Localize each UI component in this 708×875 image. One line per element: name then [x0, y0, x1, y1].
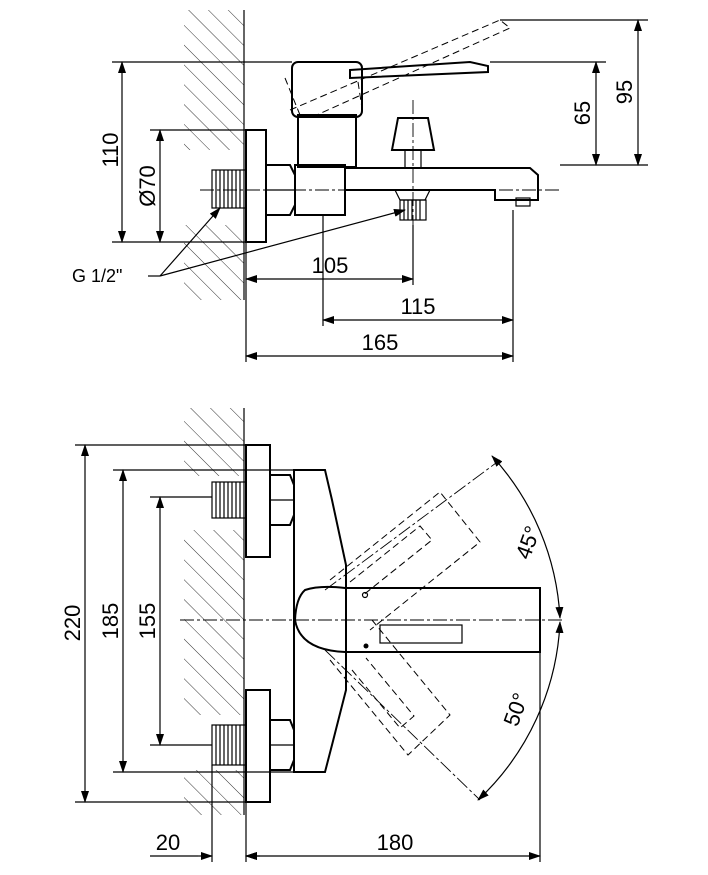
inlet-thread-lower [211, 724, 247, 766]
dim-105: 105 [312, 253, 349, 278]
angle-50: 50° [499, 690, 534, 730]
thread-note: G 1/2" [72, 266, 122, 286]
diverter-knob [390, 117, 436, 151]
lever-base [291, 61, 363, 118]
dim-220: 220 [60, 605, 85, 642]
angle-45: 45° [511, 523, 546, 563]
dim-115: 115 [400, 294, 435, 319]
dim-70: Ø70 [135, 165, 160, 207]
front-body [293, 469, 347, 773]
front-view: 45° 50° 220 185 155 20 180 [60, 408, 565, 862]
dim-155: 155 [135, 603, 160, 640]
dim-165: 165 [362, 330, 399, 355]
wall-hatch-front-mid [184, 530, 244, 715]
dim-65: 65 [570, 101, 595, 125]
spout [345, 167, 539, 201]
dim-180: 180 [377, 830, 414, 855]
rosette [245, 129, 267, 243]
lever-raised-outline [289, 19, 511, 119]
dim-110: 110 [98, 132, 123, 167]
wall-hatch-top-lower [184, 225, 244, 300]
rosette-lower [245, 689, 271, 803]
lever-up-outline [329, 491, 481, 631]
rosette-upper [245, 444, 271, 558]
lever-handle [349, 60, 489, 80]
dim-20: 20 [156, 830, 180, 855]
lever-front [293, 585, 541, 653]
lever-slot [379, 624, 463, 644]
cartridge-housing [297, 114, 357, 168]
wall-hatch-front-bottom [184, 770, 244, 815]
side-view: 95 65 110 Ø70 G 1/2" 105 115 165 [72, 10, 648, 362]
wall-hatch-top [184, 10, 244, 150]
inlet-thread [211, 169, 247, 209]
wall-hatch-front-top [184, 408, 244, 476]
dim-185: 185 [98, 603, 123, 640]
aerator [515, 197, 531, 207]
inlet-thread-upper [211, 481, 247, 519]
dim-95: 95 [612, 80, 637, 104]
lever-down-outline [329, 619, 451, 756]
